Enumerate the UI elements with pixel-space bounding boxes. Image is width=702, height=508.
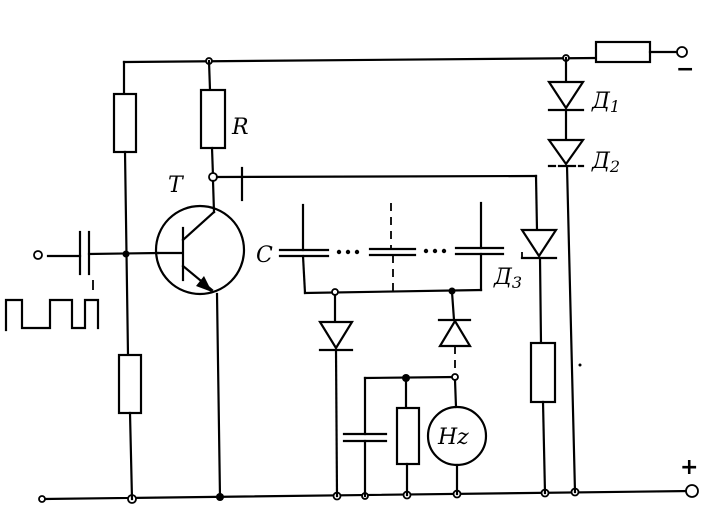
collector-resistor	[199, 59, 227, 182]
label-D3: Д3	[493, 265, 522, 292]
load-resistor	[395, 406, 421, 466]
supply-resistor	[594, 40, 678, 64]
square-wave-icon	[4, 298, 100, 332]
label-T: T	[168, 173, 185, 198]
label-C: C	[256, 243, 273, 268]
D3-resistor	[529, 341, 557, 404]
input-stage	[4, 230, 160, 332]
collector-output	[215, 166, 539, 232]
bias-resistor-top	[112, 92, 138, 154]
top-rail	[122, 54, 598, 65]
positive-sign: +	[680, 455, 698, 480]
negative-sign: −	[676, 57, 694, 82]
negative-terminal	[676, 46, 688, 58]
rectifier-diode-right	[437, 290, 472, 377]
label-R: R	[231, 115, 249, 140]
bias-divider	[112, 60, 143, 501]
label-D1: Д1	[591, 89, 620, 116]
label-Hz: Hz	[437, 425, 469, 450]
capacitor-bank	[278, 201, 505, 296]
rectifier-diode-left	[318, 293, 354, 498]
transistor	[154, 179, 246, 499]
diodes-D1-D2	[546, 56, 586, 494]
bias-resistor-bottom	[117, 353, 143, 415]
positive-terminal	[685, 484, 699, 498]
label-D2: Д2	[591, 149, 620, 176]
diode-D3	[519, 228, 559, 495]
meter-network	[342, 373, 488, 498]
speck	[578, 363, 582, 367]
